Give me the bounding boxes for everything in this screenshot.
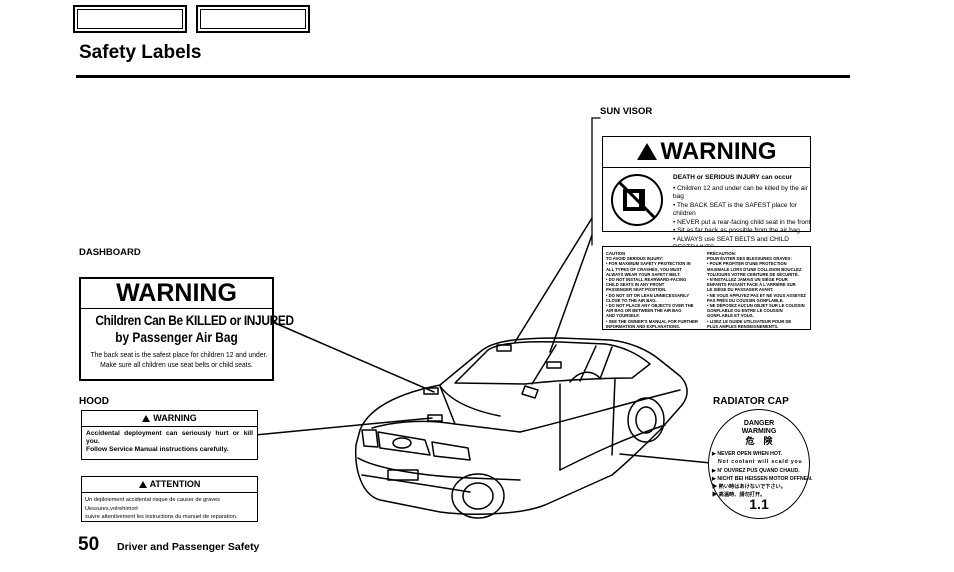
sun-visor-leader-line-2 (549, 234, 593, 353)
radiator-cap-label: RADIATOR CAP (713, 396, 789, 407)
radiator-cap-seal: DANGER WARMING 危 険 ▶ NEVER OPEN WHEN HOT… (708, 409, 813, 519)
radiator-row: ▶ 熱い時はあけないで下さい。 (712, 484, 786, 491)
caution-english: CAUTION TO AVOID SERIOUS INJURY: • FOR M… (606, 251, 698, 329)
sun-visor-bullet: • Sit as far back as possible from the a… (673, 227, 800, 234)
no-child-seat-icon (611, 174, 663, 226)
sun-visor-bullet: • The BACK SEAT is the SAFEST place for … (673, 201, 797, 218)
hood-warning-text: Accidental deployment can seriously hurt… (86, 430, 253, 445)
sun-visor-warning-card: WARNING DEATH or SERIOUS INJURY can occu… (602, 136, 811, 251)
dashboard-label: DASHBOARD (79, 247, 141, 258)
dashboard-warning-line2: by Passenger Air Bag (115, 329, 238, 345)
hood-attention-title: ATTENTION (149, 479, 201, 489)
radiator-warming: WARMING (741, 428, 777, 435)
hood-warning-card: WARNING Accidental deployment can seriou… (81, 410, 258, 460)
sun-visor-bullet: • NEVER put a rear-facing child seat in … (673, 218, 811, 226)
warning-triangle-icon (142, 415, 151, 423)
radiator-row: ▶ 高温時、請勿打开。 (712, 492, 766, 499)
caution-french: PRÉCAUTION: POUR ÉVITER DES BLESSURES GR… (707, 251, 806, 329)
page-number: 50 (78, 534, 100, 555)
sun-visor-label: SUN VISOR (600, 106, 653, 117)
radiator-kiken: 危 険 (745, 436, 773, 446)
hood-warning-text-2: Follow Service Manual instructions caref… (86, 446, 229, 453)
title-rule (76, 75, 850, 78)
nav-tab-1[interactable] (73, 5, 187, 33)
dashboard-warning-card: WARNING Children Can Be KILLED or INJURE… (79, 277, 294, 381)
radiator-leader-line (619, 453, 712, 464)
radiator-row: ▶ N' OUVREZ PUS QUAND CHAUD. (712, 467, 800, 474)
page-title: Safety Labels (79, 42, 202, 63)
hood-leader-line (254, 417, 433, 436)
hood-attention-text-2: Uessures,volrehimort (85, 505, 138, 512)
nav-tab-2[interactable] (196, 5, 310, 33)
footer-section-title: Driver and Passenger Safety (117, 541, 260, 553)
hood-warning-title: WARNING (153, 413, 197, 423)
dashboard-warning-header: WARNING (116, 279, 237, 307)
dashboard-note-2: Make sure all children use seat belts or… (100, 360, 253, 369)
radiator-danger: DANGER (743, 420, 775, 427)
hood-attention-card: ATTENTION Un deploiement accidental risq… (81, 476, 258, 522)
sun-visor-caution-card: CAUTION TO AVOID SERIOUS INJURY: • FOR M… (602, 246, 811, 330)
sun-visor-leader-line (514, 217, 593, 343)
radiator-row: ▶ NICHT BEI HEISSEN MOTOR OFFNEN. (712, 475, 813, 482)
warning-triangle-icon (138, 481, 147, 489)
dashboard-note-1: The back seat is the safest place for ch… (90, 350, 268, 359)
radiator-rating: 1.1 (749, 496, 769, 512)
sun-visor-warning-header: WARNING (603, 137, 810, 168)
sun-visor-bullet: • Children 12 and under can be killed by… (673, 184, 808, 201)
dashboard-warning-line1: Children Can Be KILLED or INJURED (95, 312, 294, 328)
warning-triangle-icon (636, 143, 657, 160)
sun-visor-heading: DEATH or SERIOUS INJURY can occur (673, 174, 793, 181)
hood-label: HOOD (79, 396, 109, 407)
hood-attention-text-3: suivre attentivement les instructions du… (85, 514, 238, 520)
radiator-row: ▶ NEVER OPEN WHEN HOT. (712, 451, 782, 457)
radiator-row: Not coolant will scald you (718, 459, 803, 466)
hood-attention-text-1: Un deploiement accidental risque de caus… (85, 497, 220, 503)
dashboard-leader-line (267, 319, 435, 393)
